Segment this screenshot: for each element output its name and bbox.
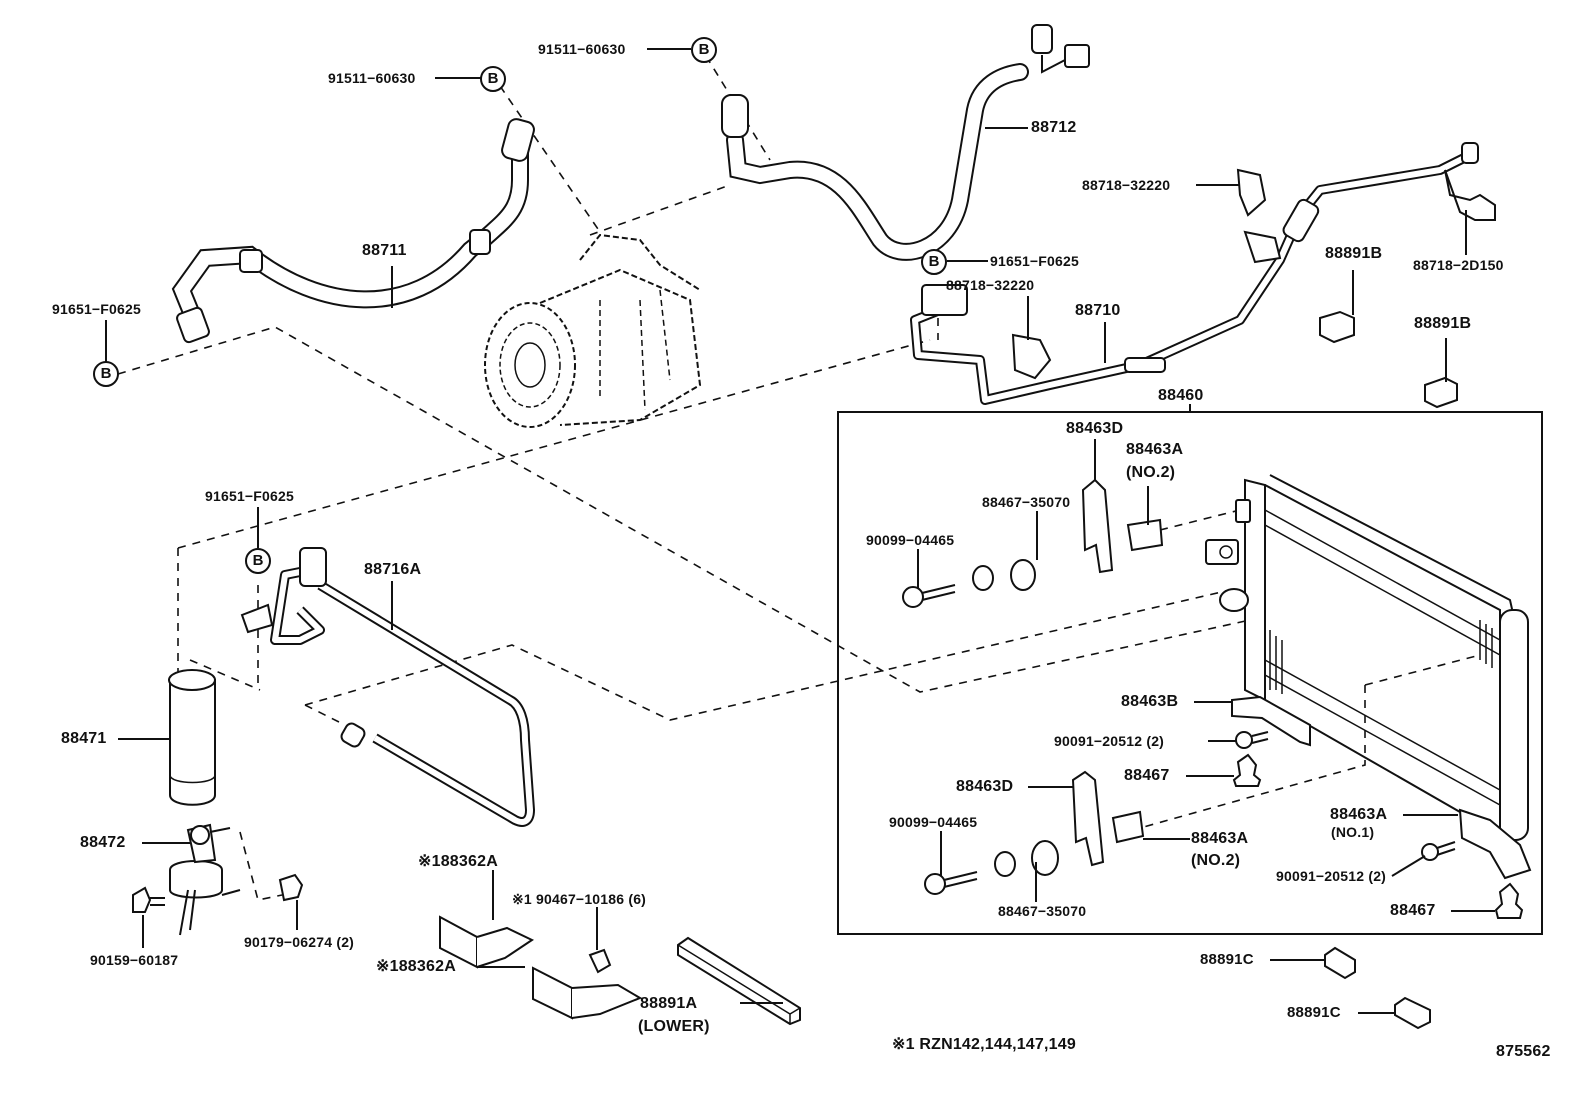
part-label-88463a[interactable]: 88463A	[1191, 830, 1249, 847]
figure-number: 875562	[1496, 1043, 1551, 1060]
part-label-88463a-note: (NO.1)	[1331, 824, 1375, 840]
part-label-90467-10186[interactable]: ※1 90467−10186 (6)	[512, 891, 647, 907]
part-label-188362a[interactable]: ※188362A	[418, 853, 498, 870]
part-label-88467[interactable]: 88467	[1390, 902, 1436, 919]
part-label-88891b[interactable]: 88891B	[1325, 245, 1383, 262]
part-label-88718-2d150[interactable]: 88718−2D150	[1413, 257, 1504, 273]
assembly-guide-lines	[117, 55, 1481, 901]
part-label-88467-35070[interactable]: 88467−35070	[998, 903, 1087, 919]
part-label-88463d[interactable]: 88463D	[1066, 420, 1124, 437]
model-footnote: ※1 RZN142,144,147,149	[892, 1036, 1076, 1053]
b-marker: B	[691, 37, 717, 63]
part-label-88472[interactable]: 88472	[80, 834, 126, 851]
part-label-88710[interactable]: 88710	[1075, 302, 1121, 319]
part-label-91651-f0625[interactable]: 91651−F0625	[52, 301, 142, 317]
condenser-group	[837, 404, 1543, 935]
part-label-88471[interactable]: 88471	[61, 730, 107, 747]
part-label-88718-32220[interactable]: 88718−32220	[1082, 177, 1171, 193]
part-label-88712[interactable]: 88712	[1031, 119, 1077, 136]
part-label-88463a[interactable]: 88463A	[1330, 806, 1388, 823]
part-label-188362a[interactable]: ※188362A	[376, 958, 456, 975]
pipe-88710	[910, 142, 1496, 405]
part-label-88463a-note: (NO.2)	[1126, 464, 1176, 481]
part-label-88467-35070[interactable]: 88467−35070	[982, 494, 1071, 510]
part-label-90091-20512[interactable]: 90091−20512 (2)	[1054, 733, 1165, 749]
part-label-88716a[interactable]: 88716A	[364, 561, 422, 578]
part-label-91511-60630[interactable]: 91511−60630	[328, 70, 416, 86]
part-label-91651-f0625[interactable]: 91651−F0625	[205, 488, 295, 504]
pipe-88716a	[240, 547, 535, 827]
part-label-88467[interactable]: 88467	[1124, 767, 1170, 784]
b-marker: B	[480, 66, 506, 92]
receiver-88471	[168, 669, 216, 806]
part-label-88891a-note: (LOWER)	[638, 1018, 710, 1035]
part-label-90099-04465[interactable]: 90099−04465	[889, 814, 978, 830]
brackets-188362a	[439, 915, 643, 1020]
b-marker: B	[93, 361, 119, 387]
part-label-88891c[interactable]: 88891C	[1200, 951, 1254, 968]
b-marker: B	[245, 548, 271, 574]
part-label-88463d[interactable]: 88463D	[956, 778, 1014, 795]
b-marker: B	[921, 249, 947, 275]
leader-lines	[105, 48, 1495, 1014]
part-label-88463a[interactable]: 88463A	[1126, 441, 1184, 458]
part-label-88718-32220[interactable]: 88718−32220	[946, 277, 1035, 293]
part-label-90099-04465[interactable]: 90099−04465	[866, 532, 955, 548]
seal-88891c	[1324, 946, 1431, 1030]
part-label-91651-f0625[interactable]: 91651−F0625	[990, 253, 1080, 269]
part-label-88891b[interactable]: 88891B	[1414, 315, 1472, 332]
bracket-88472	[132, 823, 304, 936]
part-label-90159-60187[interactable]: 90159−60187	[90, 952, 179, 968]
hose-88712	[721, 24, 1090, 261]
part-label-88463a-note: (NO.2)	[1191, 852, 1241, 869]
part-label-90091-20512[interactable]: 90091−20512 (2)	[1276, 868, 1387, 884]
part-label-88891c[interactable]: 88891C	[1287, 1004, 1341, 1021]
compressor	[484, 233, 702, 428]
part-label-90179-06274[interactable]: 90179−06274 (2)	[244, 934, 355, 950]
hose-88711	[171, 118, 535, 344]
part-label-88463b[interactable]: 88463B	[1121, 693, 1179, 710]
part-label-88891a[interactable]: 88891A	[640, 995, 698, 1012]
part-label-91511-60630[interactable]: 91511−60630	[538, 41, 626, 57]
part-label-88460[interactable]: 88460	[1158, 387, 1204, 404]
part-label-88711[interactable]: 88711	[362, 242, 407, 259]
